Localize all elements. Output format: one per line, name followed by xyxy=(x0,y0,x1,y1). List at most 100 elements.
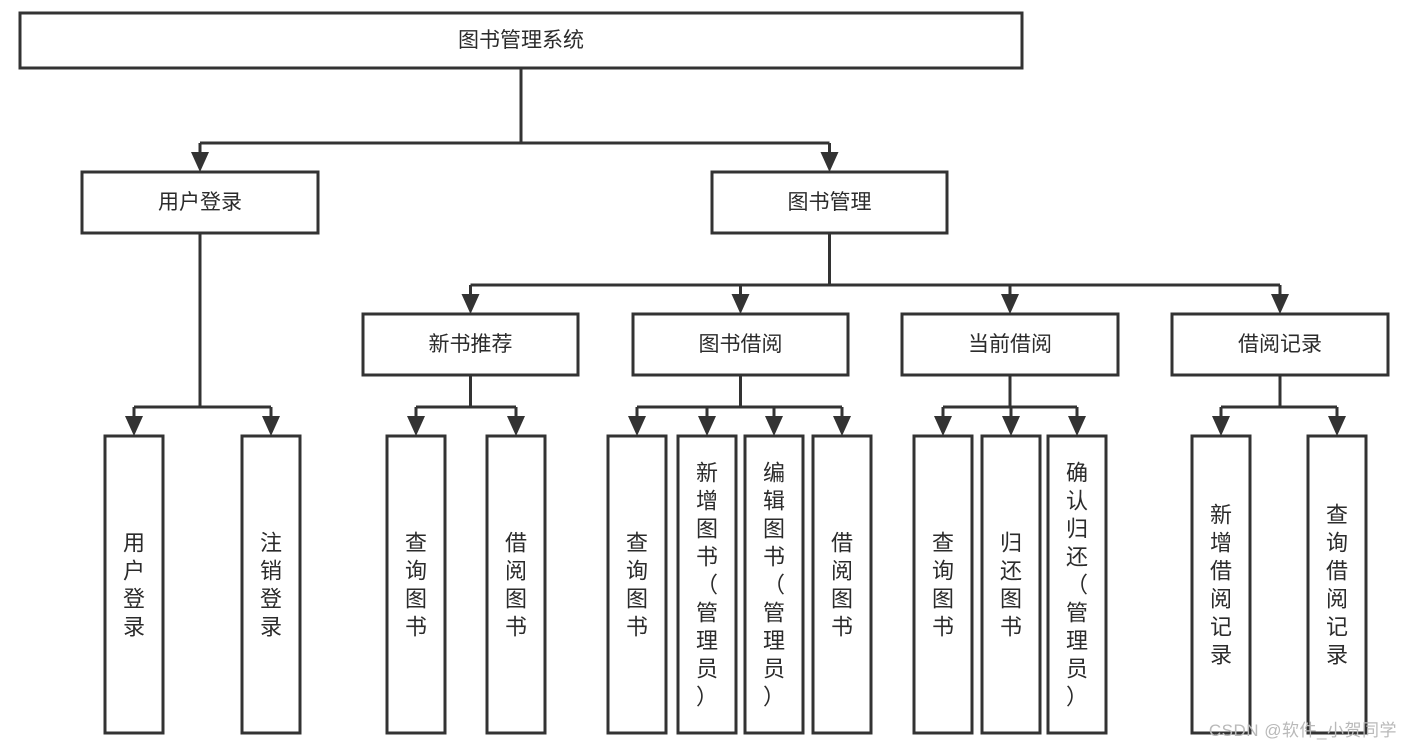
node-label-leaf-confirm-return-admin: 员 xyxy=(1066,656,1088,681)
node-label-user-login: 用户登录 xyxy=(158,191,242,214)
arrow-head-leaf-add-book-admin xyxy=(698,416,716,436)
node-label-leaf-current-query-book: 书 xyxy=(932,614,954,639)
node-box-leaf-borrow-book xyxy=(811,434,873,735)
node-label-leaf-edit-book-admin: 编 xyxy=(763,460,785,485)
node-label-leaf-current-query-book: 查 xyxy=(932,530,954,555)
node-label-leaf-query-borrow-record: 记 xyxy=(1326,614,1348,639)
arrow-head-borrow-record xyxy=(1271,294,1289,314)
node-label-leaf-rec-query-book: 查 xyxy=(405,530,427,555)
node-label-new-book-rec: 新书推荐 xyxy=(429,333,513,356)
node-box-leaf-rec-borrow-book xyxy=(485,434,547,735)
node-book-borrow[interactable]: 图书借阅 xyxy=(631,312,850,377)
node-box-borrow-record xyxy=(1170,312,1390,377)
node-label-leaf-query-borrow-record: 查 xyxy=(1326,502,1348,527)
node-label-leaf-rec-borrow-book: 图 xyxy=(505,586,527,611)
node-label-leaf-add-borrow-record: 记 xyxy=(1210,614,1232,639)
node-box-leaf-return-book xyxy=(980,434,1042,735)
node-label-leaf-rec-query-book: 书 xyxy=(405,614,427,639)
node-label-leaf-borrow-book: 书 xyxy=(831,614,853,639)
arrow-head-leaf-edit-book-admin xyxy=(765,416,783,436)
node-label-leaf-borrow-book: 借 xyxy=(831,530,853,555)
node-label-leaf-return-book: 还 xyxy=(1000,558,1022,583)
node-leaf-user-login[interactable]: 用户登录 xyxy=(103,434,165,735)
arrow-head-book-borrow xyxy=(731,294,750,314)
node-label-leaf-confirm-return-admin: 还 xyxy=(1066,544,1088,569)
node-root[interactable]: 图书管理系统 xyxy=(18,11,1024,70)
node-current-borrow[interactable]: 当前借阅 xyxy=(900,312,1120,377)
arrow-head-user-login xyxy=(191,152,209,172)
node-box-leaf-rec-query-book xyxy=(385,434,447,735)
node-label-leaf-confirm-return-admin: 确 xyxy=(1066,460,1088,485)
arrow-head-current-borrow xyxy=(1001,294,1019,314)
node-label-leaf-borrow-book: 图 xyxy=(831,586,853,611)
node-label-leaf-edit-book-admin: 管 xyxy=(763,600,785,625)
node-label-leaf-add-book-admin: 新 xyxy=(696,460,718,485)
node-box-leaf-current-query-book xyxy=(912,434,974,735)
arrow-head-leaf-confirm-return-admin xyxy=(1068,416,1086,436)
node-user-login[interactable]: 用户登录 xyxy=(80,170,320,235)
node-label-leaf-current-query-book: 图 xyxy=(932,586,954,611)
node-label-leaf-user-logout: 销 xyxy=(260,558,282,583)
node-label-leaf-confirm-return-admin: 认 xyxy=(1066,488,1088,513)
node-label-leaf-add-borrow-record: 借 xyxy=(1210,558,1232,583)
node-label-root: 图书管理系统 xyxy=(458,29,584,52)
node-label-leaf-edit-book-admin: （ xyxy=(763,572,785,597)
node-new-book-rec[interactable]: 新书推荐 xyxy=(361,312,580,377)
node-book-manage[interactable]: 图书管理 xyxy=(710,170,949,235)
node-label-leaf-return-book: 书 xyxy=(1000,614,1022,639)
arrow-head-new-book-rec xyxy=(461,294,480,314)
node-label-leaf-confirm-return-admin: （ xyxy=(1066,572,1088,597)
node-label-leaf-borrow-query-book: 图 xyxy=(626,586,648,611)
node-label-leaf-user-logout: 注 xyxy=(260,530,282,555)
node-box-leaf-user-logout xyxy=(240,434,302,735)
node-label-leaf-borrow-query-book: 查 xyxy=(626,530,648,555)
arrow-head-leaf-user-logout xyxy=(262,416,280,436)
node-label-leaf-add-borrow-record: 阅 xyxy=(1210,586,1232,611)
arrow-head-leaf-user-login xyxy=(125,416,143,436)
arrow-head-leaf-return-book xyxy=(1002,416,1020,436)
node-label-leaf-query-borrow-record: 借 xyxy=(1326,558,1348,583)
node-label-leaf-add-book-admin: 员 xyxy=(696,656,718,681)
node-label-leaf-user-login: 用 xyxy=(123,530,145,555)
node-label-leaf-edit-book-admin: 辑 xyxy=(763,488,785,513)
node-label-leaf-return-book: 图 xyxy=(1000,586,1022,611)
arrow-head-leaf-query-borrow-record xyxy=(1328,416,1346,436)
node-label-leaf-edit-book-admin: 书 xyxy=(763,544,785,569)
node-box-root xyxy=(18,11,1024,70)
node-box-leaf-user-login xyxy=(103,434,165,735)
node-label-leaf-confirm-return-admin: 管 xyxy=(1066,600,1088,625)
node-label-leaf-rec-borrow-book: 书 xyxy=(505,614,527,639)
node-box-leaf-confirm-return-admin xyxy=(1046,434,1108,735)
node-label-leaf-add-book-admin: 增 xyxy=(696,488,718,513)
node-label-leaf-add-book-admin: 图 xyxy=(696,516,718,541)
node-label-leaf-user-login: 登 xyxy=(123,586,145,611)
arrow-head-leaf-rec-query-book xyxy=(407,416,425,436)
node-label-leaf-rec-query-book: 询 xyxy=(405,558,427,583)
node-label-leaf-confirm-return-admin: ） xyxy=(1066,684,1088,709)
node-label-leaf-confirm-return-admin: 归 xyxy=(1066,516,1088,541)
node-borrow-record[interactable]: 借阅记录 xyxy=(1170,312,1390,377)
node-label-leaf-user-logout: 录 xyxy=(260,614,282,639)
node-box-leaf-query-borrow-record xyxy=(1306,434,1368,735)
node-label-leaf-add-book-admin: 管 xyxy=(696,600,718,625)
arrow-head-leaf-borrow-query-book xyxy=(628,416,646,436)
arrow-head-book-manage xyxy=(820,152,839,172)
node-box-user-login xyxy=(80,170,320,235)
node-label-leaf-current-query-book: 询 xyxy=(932,558,954,583)
node-label-leaf-query-borrow-record: 询 xyxy=(1326,530,1348,555)
node-label-leaf-edit-book-admin: ） xyxy=(763,684,785,709)
arrow-head-leaf-rec-borrow-book xyxy=(507,416,525,436)
